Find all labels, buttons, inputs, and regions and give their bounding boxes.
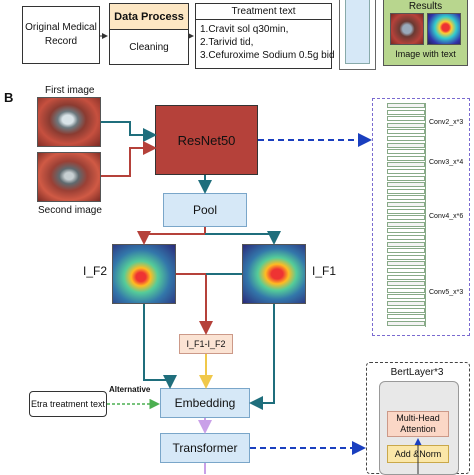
result-heatmap-image bbox=[427, 13, 461, 45]
cleaning-label: Cleaning bbox=[129, 41, 169, 53]
treatment-line-1: 1.Cravit sol q30min, bbox=[200, 24, 289, 35]
extra-treatment-text-box: Etra treatment text bbox=[29, 391, 107, 417]
conv4-label: Conv4_x*6 bbox=[429, 213, 464, 220]
resnet-architecture-panel: Conv2_x*3 Conv3_x*4 Conv4_x*6 Conv5_x*3 bbox=[372, 98, 470, 336]
resnet-layer-block bbox=[387, 287, 425, 293]
resnet-layer-block bbox=[387, 307, 425, 313]
treatment-text-box: Treatment text 1.Cravit sol q30min, 2.Ta… bbox=[195, 3, 335, 69]
second-eye-image bbox=[37, 152, 101, 202]
resnet-layer-block bbox=[387, 142, 425, 148]
if2-heatmap bbox=[112, 244, 176, 304]
conv5-label: Conv5_x*3 bbox=[429, 289, 464, 296]
conv2-label: Conv2_x*3 bbox=[429, 119, 464, 126]
resnet-layer-block bbox=[387, 268, 425, 273]
resnet50-box: ResNet50 bbox=[155, 105, 258, 175]
resnet-layer-block bbox=[387, 314, 425, 320]
resnet-layer-block bbox=[387, 103, 425, 108]
resnet-layer-block bbox=[387, 208, 425, 214]
if1-label: I_F1 bbox=[312, 264, 337, 278]
arrow-pool-to-if2 bbox=[137, 227, 206, 245]
resnet-layer-block bbox=[387, 136, 425, 141]
first-eye-image bbox=[37, 97, 101, 147]
resnet-layer-block bbox=[387, 116, 425, 122]
resnet-layer-block bbox=[387, 301, 425, 306]
treatment-line-3: 3.Cefuroxime Sodium 0.5g bid bbox=[200, 50, 335, 61]
results-title: Results bbox=[408, 1, 443, 12]
panel-a-arrows bbox=[100, 33, 194, 39]
arrow-if1-to-embedding bbox=[249, 304, 275, 410]
results-box: Results Image with text bbox=[383, 0, 468, 66]
result-eye-image bbox=[390, 13, 424, 45]
multihead-attention-box: Multi-Head Attention bbox=[387, 411, 449, 437]
resnet-layer-block bbox=[387, 195, 425, 201]
resnet-layer-block bbox=[387, 241, 425, 247]
image-with-text-label: Image with text bbox=[395, 49, 456, 59]
resnet-layer-block bbox=[387, 169, 425, 174]
resnet-layer-block bbox=[387, 122, 425, 128]
resnet-layer-block bbox=[387, 248, 425, 254]
if2-label: I_F2 bbox=[83, 264, 108, 278]
resnet-skip-line bbox=[425, 103, 426, 327]
first-image-label: First image bbox=[45, 85, 95, 96]
arrow-second-image-to-resnet bbox=[101, 141, 157, 177]
resnet-layer-block bbox=[387, 320, 425, 326]
conv3-label: Conv3_x*4 bbox=[429, 159, 464, 166]
panel-a: Original Medical Record Data Process Cle… bbox=[0, 0, 474, 78]
second-image-label: Second image bbox=[38, 205, 102, 216]
resnet-layer-block bbox=[387, 175, 425, 181]
multihead-line1: Multi-Head bbox=[396, 413, 440, 423]
multihead-line2: Attention bbox=[400, 424, 436, 434]
resnet-layer-block bbox=[387, 274, 425, 280]
model-block bbox=[345, 0, 370, 64]
resnet-layer-block bbox=[387, 162, 425, 168]
resnet-layer-block bbox=[387, 109, 425, 115]
pool-box: Pool bbox=[163, 193, 247, 227]
arrow-if2-to-diff bbox=[176, 273, 213, 335]
resnet-layer-block bbox=[387, 254, 425, 260]
resnet-layer-block bbox=[387, 261, 425, 267]
resnet-layer-block bbox=[387, 221, 425, 227]
arrow-pool-to-if1 bbox=[205, 231, 281, 245]
layer-stack bbox=[383, 103, 429, 331]
resnet-layer-block bbox=[387, 188, 425, 194]
resnet-layer-block bbox=[387, 202, 425, 207]
resnet-layer-block bbox=[387, 294, 425, 300]
alternative-label: Alternative bbox=[109, 385, 151, 394]
treatment-line-2: 2.Tarivid tid, bbox=[200, 37, 254, 48]
treatment-text-title: Treatment text bbox=[196, 4, 331, 20]
panel-a-bracket bbox=[339, 0, 376, 70]
bert-title: BertLayer*3 bbox=[390, 367, 444, 378]
panel-b-label: B bbox=[4, 90, 14, 105]
arrow-first-image-to-resnet bbox=[101, 121, 157, 142]
original-record-box: Original Medical Record bbox=[22, 6, 100, 64]
resnet-layer-block bbox=[387, 129, 425, 135]
original-record-line2: Record bbox=[44, 36, 78, 47]
resnet-layer-block bbox=[387, 182, 425, 188]
resnet-layer-block bbox=[387, 215, 425, 221]
data-process-box: Data Process Cleaning bbox=[109, 3, 189, 65]
resnet-layer-block bbox=[387, 155, 425, 161]
resnet-layer-block bbox=[387, 281, 425, 287]
original-record-line1: Original Medical bbox=[25, 22, 97, 33]
transformer-box: Transformer bbox=[160, 433, 250, 463]
data-process-title: Data Process bbox=[110, 4, 188, 30]
arrow-if2-to-embedding bbox=[143, 304, 177, 389]
resnet-layer-block bbox=[387, 228, 425, 234]
resnet-layer-block bbox=[387, 149, 425, 155]
if1-heatmap bbox=[242, 244, 306, 304]
resnet-layer-block bbox=[387, 235, 425, 240]
